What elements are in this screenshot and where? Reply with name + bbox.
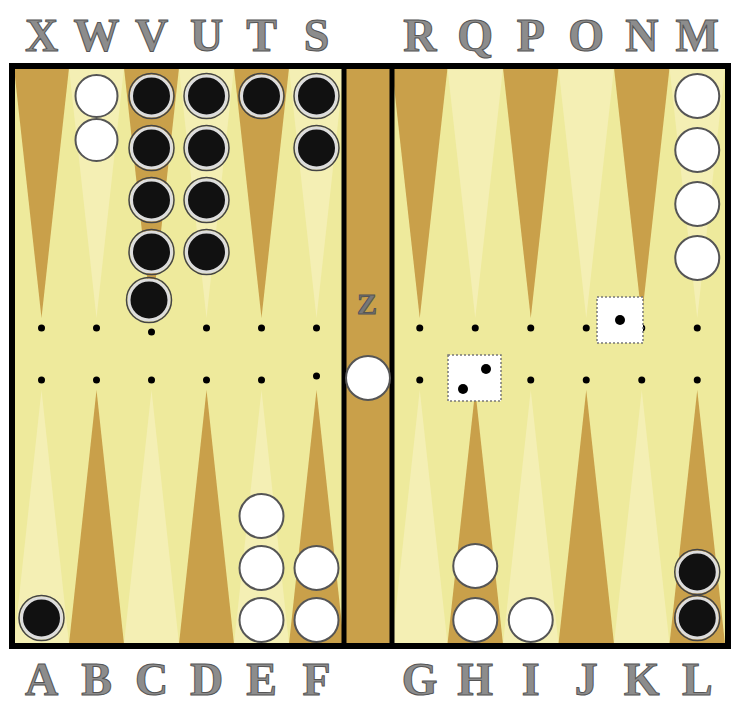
point-letter: O: [568, 13, 604, 59]
point-letter: G: [402, 657, 438, 703]
point-letter: D: [190, 657, 223, 703]
point-letter: P: [517, 13, 545, 59]
point-letter: C: [135, 657, 168, 703]
point-letter: F: [302, 657, 330, 703]
bar-letter: Z: [357, 289, 377, 319]
point-letter: N: [625, 13, 658, 59]
point-letter: H: [457, 657, 493, 703]
point-letter: A: [25, 657, 58, 703]
point-letter: E: [246, 657, 277, 703]
point-letter: X: [25, 13, 58, 59]
point-letter: Q: [457, 13, 493, 59]
point-letter: V: [135, 13, 168, 59]
point-letter: B: [81, 657, 112, 703]
point-letter: I: [522, 657, 540, 703]
point-letter: L: [682, 657, 713, 703]
point-letter: K: [624, 657, 660, 703]
point-letter: T: [246, 13, 277, 59]
point-letter: M: [676, 13, 719, 59]
point-letter: S: [304, 13, 330, 59]
point-letter: W: [74, 13, 120, 59]
point-letter: R: [403, 13, 436, 59]
point-letter: J: [575, 657, 598, 703]
point-letter: U: [190, 13, 223, 59]
